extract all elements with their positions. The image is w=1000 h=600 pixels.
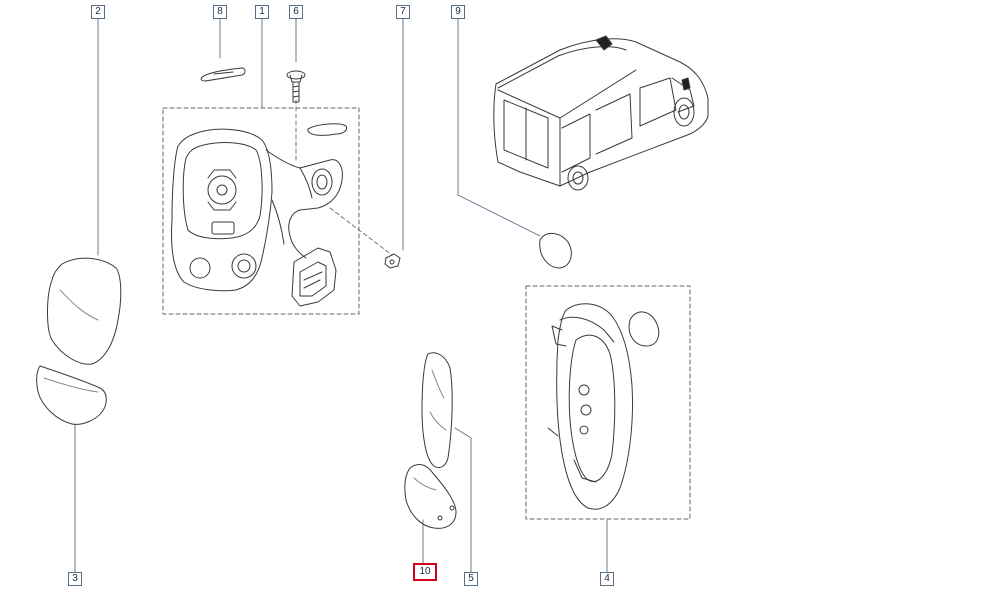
callout-1[interactable]: 1 bbox=[255, 5, 269, 19]
mirror-assembly-part-1 bbox=[171, 123, 347, 307]
tall-glass-part-5 bbox=[421, 352, 453, 469]
assembly-group-box bbox=[162, 107, 360, 315]
callout-4[interactable]: 4 bbox=[600, 572, 614, 586]
callout-10-selected[interactable]: 10 bbox=[413, 563, 437, 581]
small-glass-part-10 bbox=[404, 464, 457, 529]
leader-lines bbox=[74, 17, 608, 573]
callout-6[interactable]: 6 bbox=[289, 5, 303, 19]
clip-part-8 bbox=[200, 67, 246, 82]
callout-9[interactable]: 9 bbox=[451, 5, 465, 19]
screw-part-6 bbox=[286, 70, 306, 103]
callout-3[interactable]: 3 bbox=[68, 572, 82, 586]
callout-7[interactable]: 7 bbox=[396, 5, 410, 19]
mirror-housing-group-box bbox=[525, 285, 691, 520]
callout-2[interactable]: 2 bbox=[91, 5, 105, 19]
indicator-lens-part-9 bbox=[539, 233, 572, 269]
mirror-glass-part-2 bbox=[47, 257, 122, 365]
callout-8[interactable]: 8 bbox=[213, 5, 227, 19]
lower-glass-part-3 bbox=[36, 365, 107, 425]
callout-5[interactable]: 5 bbox=[464, 572, 478, 586]
van-illustration bbox=[493, 35, 709, 191]
housing-part-4 bbox=[547, 303, 660, 510]
clip-part-7 bbox=[384, 253, 401, 269]
